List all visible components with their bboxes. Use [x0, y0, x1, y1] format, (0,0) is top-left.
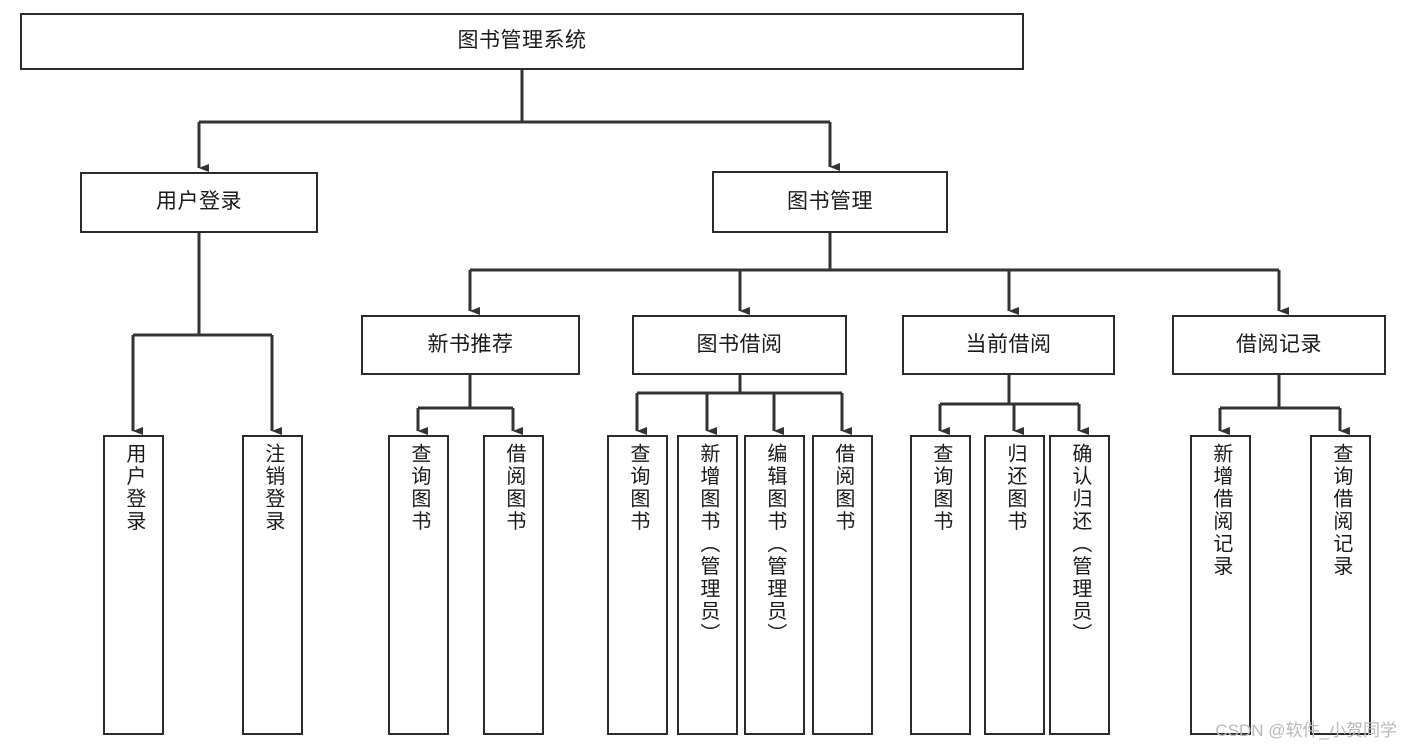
node-leaf-query-book-1[interactable]: 查询图书: [388, 435, 449, 735]
node-user-login[interactable]: 用户登录: [80, 172, 318, 233]
node-leaf-logout[interactable]: 注销登录: [242, 435, 303, 735]
node-current-borrow[interactable]: 当前借阅: [902, 315, 1115, 375]
node-book-borrow[interactable]: 图书借阅: [632, 315, 847, 375]
node-new-book-rec-label: 新书推荐: [427, 332, 514, 356]
node-leaf-add-book-label: 新增图书（管理员）: [696, 443, 719, 646]
node-leaf-edit-book[interactable]: 编辑图书（管理员）: [744, 435, 805, 735]
node-leaf-borrow-book-2-label: 借阅图书: [831, 443, 854, 533]
node-new-book-rec[interactable]: 新书推荐: [361, 315, 580, 375]
node-current-borrow-label: 当前借阅: [965, 332, 1052, 356]
node-root-label: 图书管理系统: [457, 29, 587, 53]
node-leaf-query-book-1-label: 查询图书: [407, 443, 430, 533]
node-leaf-query-book-2-label: 查询图书: [626, 443, 649, 533]
node-leaf-add-book[interactable]: 新增图书（管理员）: [677, 435, 738, 735]
node-leaf-add-record-label: 新增借阅记录: [1209, 443, 1232, 578]
node-leaf-borrow-book-1-label: 借阅图书: [502, 443, 525, 533]
node-leaf-query-book-3-label: 查询图书: [929, 443, 952, 533]
node-leaf-return-book-label: 归还图书: [1003, 443, 1026, 533]
node-leaf-query-book-2[interactable]: 查询图书: [607, 435, 668, 735]
node-user-login-label: 用户登录: [156, 190, 242, 214]
node-leaf-borrow-book-1[interactable]: 借阅图书: [483, 435, 544, 735]
node-leaf-confirm-return[interactable]: 确认归还（管理员）: [1049, 435, 1110, 735]
node-borrow-record[interactable]: 借阅记录: [1172, 315, 1386, 375]
node-book-manage[interactable]: 图书管理: [712, 171, 948, 233]
node-root[interactable]: 图书管理系统: [20, 13, 1024, 70]
node-leaf-query-record[interactable]: 查询借阅记录: [1310, 435, 1371, 735]
node-borrow-record-label: 借阅记录: [1236, 332, 1322, 356]
csdn-watermark: CSDN @软件_小贺同学: [1215, 721, 1397, 740]
node-leaf-add-record[interactable]: 新增借阅记录: [1190, 435, 1251, 735]
node-book-manage-label: 图书管理: [787, 189, 873, 213]
node-book-borrow-label: 图书借阅: [696, 332, 783, 356]
node-leaf-query-book-3[interactable]: 查询图书: [910, 435, 971, 735]
node-leaf-edit-book-label: 编辑图书（管理员）: [763, 443, 786, 646]
node-leaf-user-login-label: 用户登录: [122, 443, 145, 533]
node-leaf-borrow-book-2[interactable]: 借阅图书: [812, 435, 873, 735]
node-leaf-return-book[interactable]: 归还图书: [984, 435, 1045, 735]
node-leaf-query-record-label: 查询借阅记录: [1329, 443, 1352, 578]
node-leaf-confirm-return-label: 确认归还（管理员）: [1068, 443, 1091, 646]
node-leaf-logout-label: 注销登录: [261, 443, 284, 533]
node-leaf-user-login[interactable]: 用户登录: [103, 435, 164, 735]
